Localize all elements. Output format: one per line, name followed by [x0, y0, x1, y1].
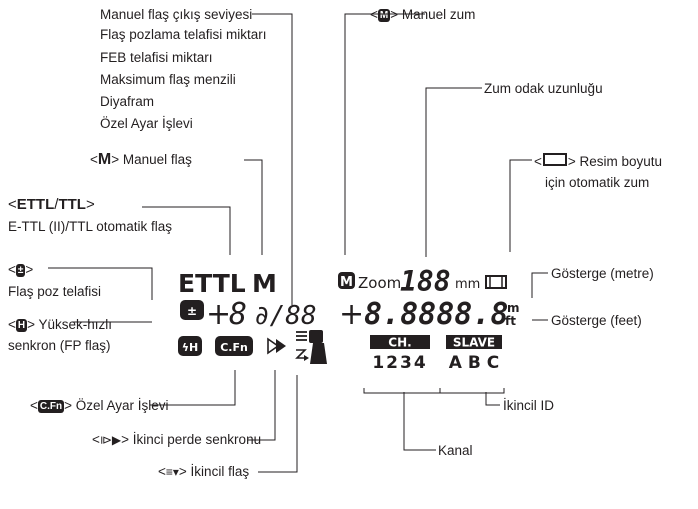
lcd-distance: 8.8888.8 [364, 297, 509, 332]
auto-zoom-frame-icon [542, 153, 567, 166]
bracket-slave-ids [439, 388, 505, 394]
lcd-fp-glyph: ϟH [182, 341, 198, 354]
lcd-zoom-unit: mm [455, 277, 480, 292]
second-curtain-sync-icon: ⧐▶ [99, 433, 122, 447]
label-channel: Kanal [438, 443, 473, 458]
lcd-ch-text: CH. [388, 336, 411, 350]
lcd-cfn-text: C.Fn [220, 341, 248, 354]
lcd-fp-icon [178, 336, 202, 356]
auto-zoom-line1: > Resim boyutu [567, 154, 663, 169]
label-zoom-focal: Zum odak uzunluğu [484, 81, 603, 96]
fec-suffix: > [25, 262, 34, 277]
lcd-cfn-badge [215, 336, 253, 356]
label-custom-function-icon: <C.Fn> Özel Ayar İşlevi [30, 398, 169, 413]
lcd-slave-flash-icon [295, 330, 327, 364]
label-flash-exposure-comp: Flaş pozlama telafisi miktarı [100, 27, 267, 42]
ettl-close: > [85, 196, 95, 213]
lcd-manual-m: M [252, 269, 277, 298]
label-manual-flash: <M> Manuel flaş [90, 151, 192, 168]
leader-zoom-focal [425, 87, 482, 257]
label-feb-comp: FEB telafisi miktarı [100, 50, 213, 65]
manual-zoom-suffix: > Manuel zum [390, 7, 476, 22]
cfn-suffix: > Özel Ayar İşlevi [64, 398, 169, 413]
leader-metre [531, 272, 548, 298]
label-auto-zoom-desc: için otomatik zum [545, 175, 650, 190]
leader-ettl [142, 206, 231, 255]
slave-flash-icon: ≡▾ [165, 465, 179, 479]
lcd-ch-badge [370, 335, 430, 349]
custom-function-icon: C.Fn [37, 400, 65, 413]
fp-suffix: > Yüksek-hızlı [27, 317, 113, 332]
lcd-fec-icon [180, 300, 204, 320]
lcd-digit-1: 8 [229, 297, 247, 332]
lcd-slave-text: SLAVE [453, 336, 495, 350]
ttl-glyph: TTL [58, 196, 86, 213]
label-manual-output: Manuel flaş çıkış seviyesi [100, 7, 253, 22]
label-indicator-feet: Gösterge (feet) [551, 313, 642, 328]
lcd-unit-m: m [507, 301, 520, 315]
label-fec: <±> [8, 262, 34, 277]
lcd-ettl: ETTL [178, 269, 246, 298]
leader-manual-zoom [344, 13, 425, 255]
manual-zoom-icon: M [377, 9, 391, 22]
leader-slave-flash [258, 375, 298, 473]
leader-auto-zoom [509, 159, 532, 252]
lcd-plus-2: + [339, 297, 364, 332]
ettl-glyph: ETTL [16, 196, 55, 213]
lcd-fec-glyph: ± [187, 304, 197, 318]
leader-channel [403, 392, 436, 451]
label-indicator-metre: Gösterge (metre) [551, 266, 654, 281]
label-auto-zoom: <> Resim boyutu [534, 153, 663, 169]
label-fp: <H> Yüksek-hızlı [8, 317, 113, 332]
lcd-auto-zoom-icon [485, 275, 507, 289]
label-max-range: Maksimum flaş menzili [100, 72, 236, 87]
label-fec-desc: Flaş poz telafisi [8, 284, 102, 299]
manual-flash-text: > Manuel flaş [111, 152, 192, 167]
label-custom-function: Özel Ayar İşlevi [100, 116, 193, 131]
leader-manual-output [252, 13, 293, 305]
slave-suffix: > İkincil flaş [178, 464, 250, 479]
label-second-curtain: <⧐▶> İkinci perde senkronu [92, 432, 262, 447]
leader-cfn [150, 370, 236, 406]
label-ettl: <ETTL/TTL> [8, 197, 95, 213]
second-curtain-suffix: > İkinci perde senkronu [121, 432, 262, 447]
lcd-channel-numbers: 1234 [372, 353, 427, 373]
lcd-unit-ft: ft [505, 314, 516, 328]
lcd-zoom-word: Zoom [358, 274, 401, 292]
flash-exposure-compensation-icon: ± [15, 264, 26, 277]
label-slave-flash: <≡▾> İkincil flaş [158, 464, 250, 479]
ettl-sep: / [54, 196, 59, 213]
high-speed-sync-icon: H [15, 319, 28, 332]
label-aperture: Diyafram [100, 94, 155, 109]
label-slave-id: İkincil ID [503, 398, 555, 413]
lcd-slave-badge [446, 335, 502, 349]
lcd-second-curtain-icon [267, 337, 286, 355]
lcd-manual-zoom-badge [338, 272, 355, 289]
lcd-zoom-digits: 188 [400, 265, 451, 298]
lcd-fraction: ∂/88 [254, 301, 317, 331]
bracket-channels [363, 388, 440, 394]
leader-second-curtain [248, 370, 276, 441]
leader-manual-flash [244, 159, 263, 255]
lcd-manual-zoom-m: M [340, 275, 353, 290]
label-ettl-desc: E-TTL (II)/TTL otomatik flaş [8, 219, 173, 234]
ettl-open: < [8, 196, 17, 213]
label-fp-desc: senkron (FP flaş) [8, 338, 111, 353]
leader-lines [48, 13, 548, 473]
leader-fec [48, 267, 153, 300]
manual-flash-glyph: M [97, 151, 112, 168]
leader-slave-id [485, 392, 500, 406]
lcd-plus-1: + [206, 297, 231, 332]
lcd-slave-ids: A B C [449, 353, 499, 373]
